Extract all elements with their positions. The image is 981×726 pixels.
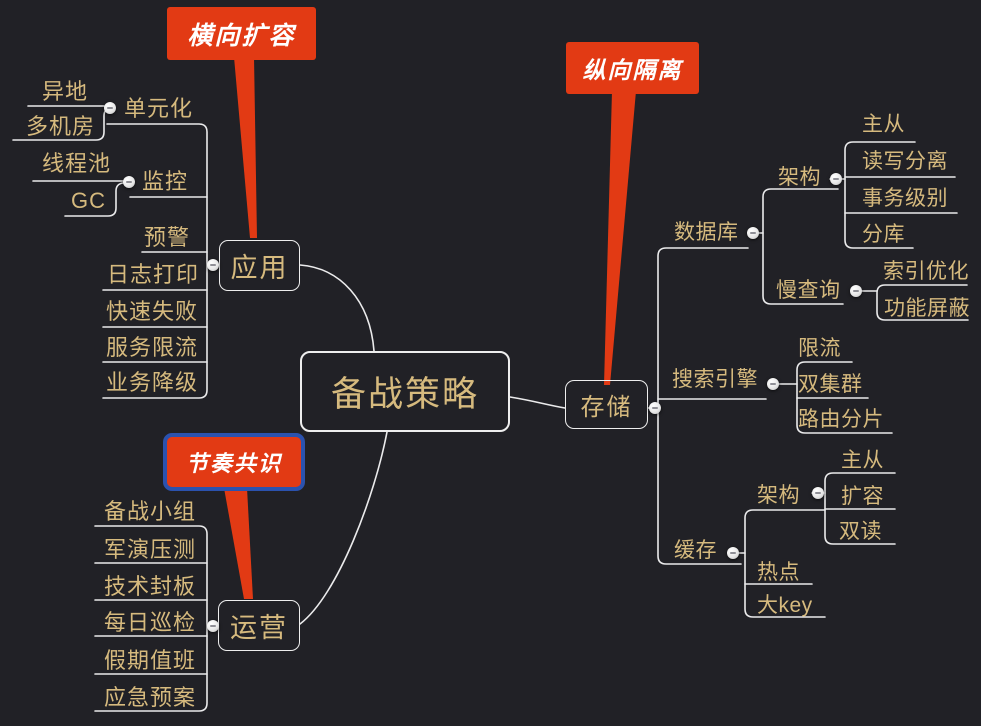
topic-hotspot[interactable]: 热点 bbox=[757, 561, 800, 584]
topic-fail-fast[interactable]: 快速失败 bbox=[106, 299, 199, 324]
topic-db-sharding[interactable]: 分库 bbox=[862, 223, 905, 246]
collapse-handle-cache-architecture[interactable] bbox=[812, 487, 824, 499]
branch-lines bbox=[12, 105, 969, 712]
topic-log-printing[interactable]: 日志打印 bbox=[107, 262, 200, 287]
topic-search-engine[interactable]: 搜索引擎 bbox=[672, 368, 758, 391]
topic-transaction-level[interactable]: 事务级别 bbox=[862, 187, 948, 210]
callout-rhythm-consensus[interactable]: 节奏共识 bbox=[163, 433, 305, 491]
callout-tails bbox=[224, 57, 636, 599]
collapse-handle-monitoring[interactable] bbox=[123, 176, 135, 188]
topic-business-degradation[interactable]: 业务降级 bbox=[106, 370, 199, 395]
callout-tail-horizontal-scaling bbox=[234, 57, 257, 238]
topic-scale-out[interactable]: 扩容 bbox=[841, 485, 884, 508]
topic-cache-architecture[interactable]: 架构 bbox=[757, 484, 800, 507]
topic-monitoring[interactable]: 监控 bbox=[142, 169, 189, 194]
collapse-handle-slow-query[interactable] bbox=[850, 285, 862, 297]
topic-dual-read[interactable]: 双读 bbox=[839, 520, 882, 543]
topic-holiday-on-call[interactable]: 假期值班 bbox=[104, 648, 197, 673]
topic-database[interactable]: 数据库 bbox=[674, 221, 739, 244]
topic-service-rate-limit[interactable]: 服务限流 bbox=[106, 335, 199, 360]
collapse-handle-storage[interactable] bbox=[649, 402, 661, 414]
callout-tail-rhythm-consensus bbox=[224, 488, 253, 599]
topic-drill-load-test[interactable]: 军演压测 bbox=[104, 537, 197, 562]
collapse-handle-unitization[interactable] bbox=[104, 102, 116, 114]
topic-alerting[interactable]: 预警 bbox=[144, 225, 191, 250]
topic-read-write-split[interactable]: 读写分离 bbox=[862, 150, 948, 173]
topic-war-room-team[interactable]: 备战小组 bbox=[104, 499, 197, 524]
topic-operations[interactable]: 运营 bbox=[218, 600, 300, 651]
topic-db-master-slave[interactable]: 主从 bbox=[862, 113, 905, 136]
topic-db-architecture[interactable]: 架构 bbox=[778, 166, 821, 189]
topic-dual-cluster[interactable]: 双集群 bbox=[798, 373, 863, 396]
topic-feature-shielding[interactable]: 功能屏蔽 bbox=[884, 297, 970, 320]
collapse-handle-search-engine[interactable] bbox=[767, 378, 779, 390]
callout-vertical-isolation[interactable]: 纵向隔离 bbox=[566, 42, 699, 94]
topic-storage[interactable]: 存储 bbox=[565, 380, 648, 429]
collapse-handle-db-architecture[interactable] bbox=[830, 173, 842, 185]
collapse-handle-application[interactable] bbox=[207, 259, 219, 271]
topic-rate-limit[interactable]: 限流 bbox=[798, 337, 841, 360]
collapse-handle-cache[interactable] bbox=[727, 547, 739, 559]
topic-remote-site[interactable]: 异地 bbox=[42, 79, 89, 104]
topic-big-key[interactable]: 大key bbox=[757, 594, 813, 617]
topic-index-optimization[interactable]: 索引优化 bbox=[883, 260, 969, 283]
topic-tech-freeze[interactable]: 技术封板 bbox=[104, 574, 197, 599]
topic-root[interactable]: 备战策略 bbox=[300, 351, 510, 432]
topic-daily-inspection[interactable]: 每日巡检 bbox=[104, 610, 197, 635]
topic-application[interactable]: 应用 bbox=[219, 240, 300, 291]
topic-slow-query[interactable]: 慢查询 bbox=[776, 279, 841, 302]
topic-route-sharding[interactable]: 路由分片 bbox=[798, 408, 884, 431]
callout-tail-vertical-isolation bbox=[604, 91, 636, 385]
topic-emergency-plan[interactable]: 应急预案 bbox=[104, 685, 197, 710]
topic-cache-master-slave[interactable]: 主从 bbox=[841, 449, 884, 472]
topic-gc[interactable]: GC bbox=[71, 188, 106, 213]
topic-cache[interactable]: 缓存 bbox=[674, 539, 717, 562]
callout-horizontal-scaling[interactable]: 横向扩容 bbox=[167, 7, 316, 60]
topic-thread-pool[interactable]: 线程池 bbox=[42, 151, 112, 176]
topic-multi-datacenter[interactable]: 多机房 bbox=[26, 114, 96, 139]
collapse-handle-operations[interactable] bbox=[207, 620, 219, 632]
collapse-handle-database[interactable] bbox=[747, 227, 759, 239]
topic-unitization[interactable]: 单元化 bbox=[124, 96, 194, 121]
